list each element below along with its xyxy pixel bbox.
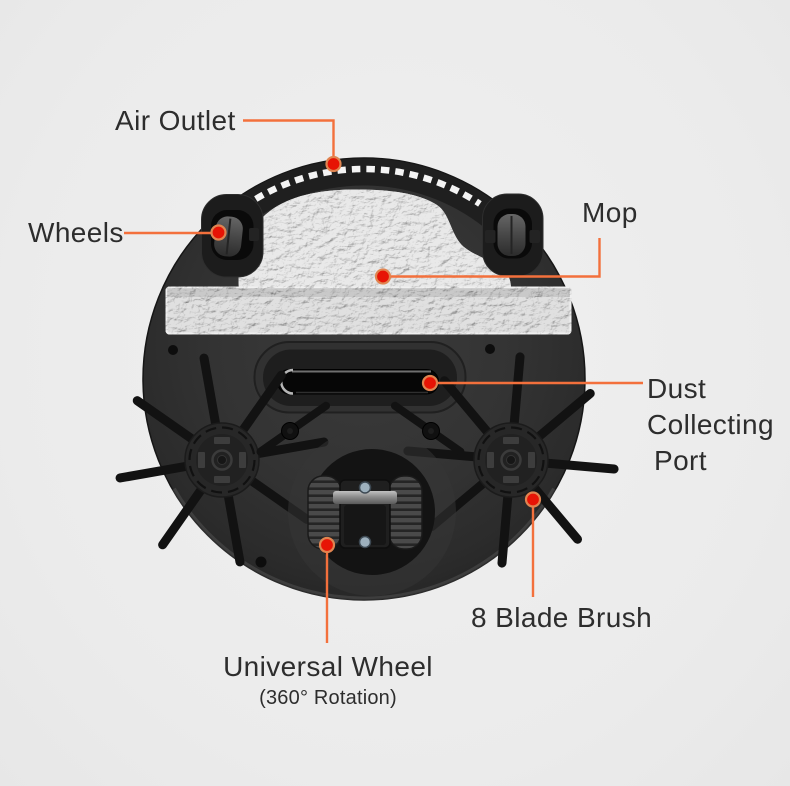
label-dust-collecting-port: Dust Collecting Port — [647, 371, 774, 479]
dust-collecting-port — [253, 341, 467, 414]
label-universal-wheel-sub: (360° Rotation) — [259, 687, 397, 709]
universal-wheel — [288, 428, 456, 596]
bracket-screw-bottom — [358, 535, 372, 549]
callout-dot-wheels — [210, 224, 227, 241]
label-dust-line2: Collecting — [647, 409, 774, 440]
label-universal-wheel-title: Universal Wheel — [223, 651, 433, 682]
callout-dots — [210, 155, 542, 554]
right-wheel — [482, 193, 544, 277]
air-outlet-grille — [225, 158, 509, 234]
callout-connectors — [124, 119, 643, 643]
label-dust-line3: Port — [654, 445, 707, 476]
label-dust-line1: Dust — [647, 373, 707, 404]
brush-pivot-pegs — [256, 401, 465, 456]
dust-port-slot — [277, 369, 439, 395]
label-wheels: Wheels — [28, 217, 124, 248]
left-wheel — [201, 194, 264, 278]
air-outlet-vents — [254, 165, 482, 207]
universal-wheel-right-roller — [388, 475, 423, 550]
label-blade-brush: 8 Blade Brush — [471, 602, 653, 633]
callout-dot-blade-brush — [524, 491, 542, 508]
callout-dot-universal-wheel — [318, 536, 336, 554]
callout-dot-air-outlet — [325, 155, 342, 173]
label-air-outlet: Air Outlet — [115, 105, 236, 136]
bracket-screw-top — [358, 481, 372, 494]
label-universal-wheel: Universal Wheel (360° Rotation) — [198, 650, 458, 710]
mop-pad — [165, 188, 572, 335]
callout-dot-mop — [374, 268, 392, 285]
callout-dot-dust-port — [421, 374, 439, 392]
label-mop: Mop — [582, 197, 638, 228]
callout-line-mop — [391, 238, 601, 278]
callout-line-air-outlet — [243, 119, 335, 157]
